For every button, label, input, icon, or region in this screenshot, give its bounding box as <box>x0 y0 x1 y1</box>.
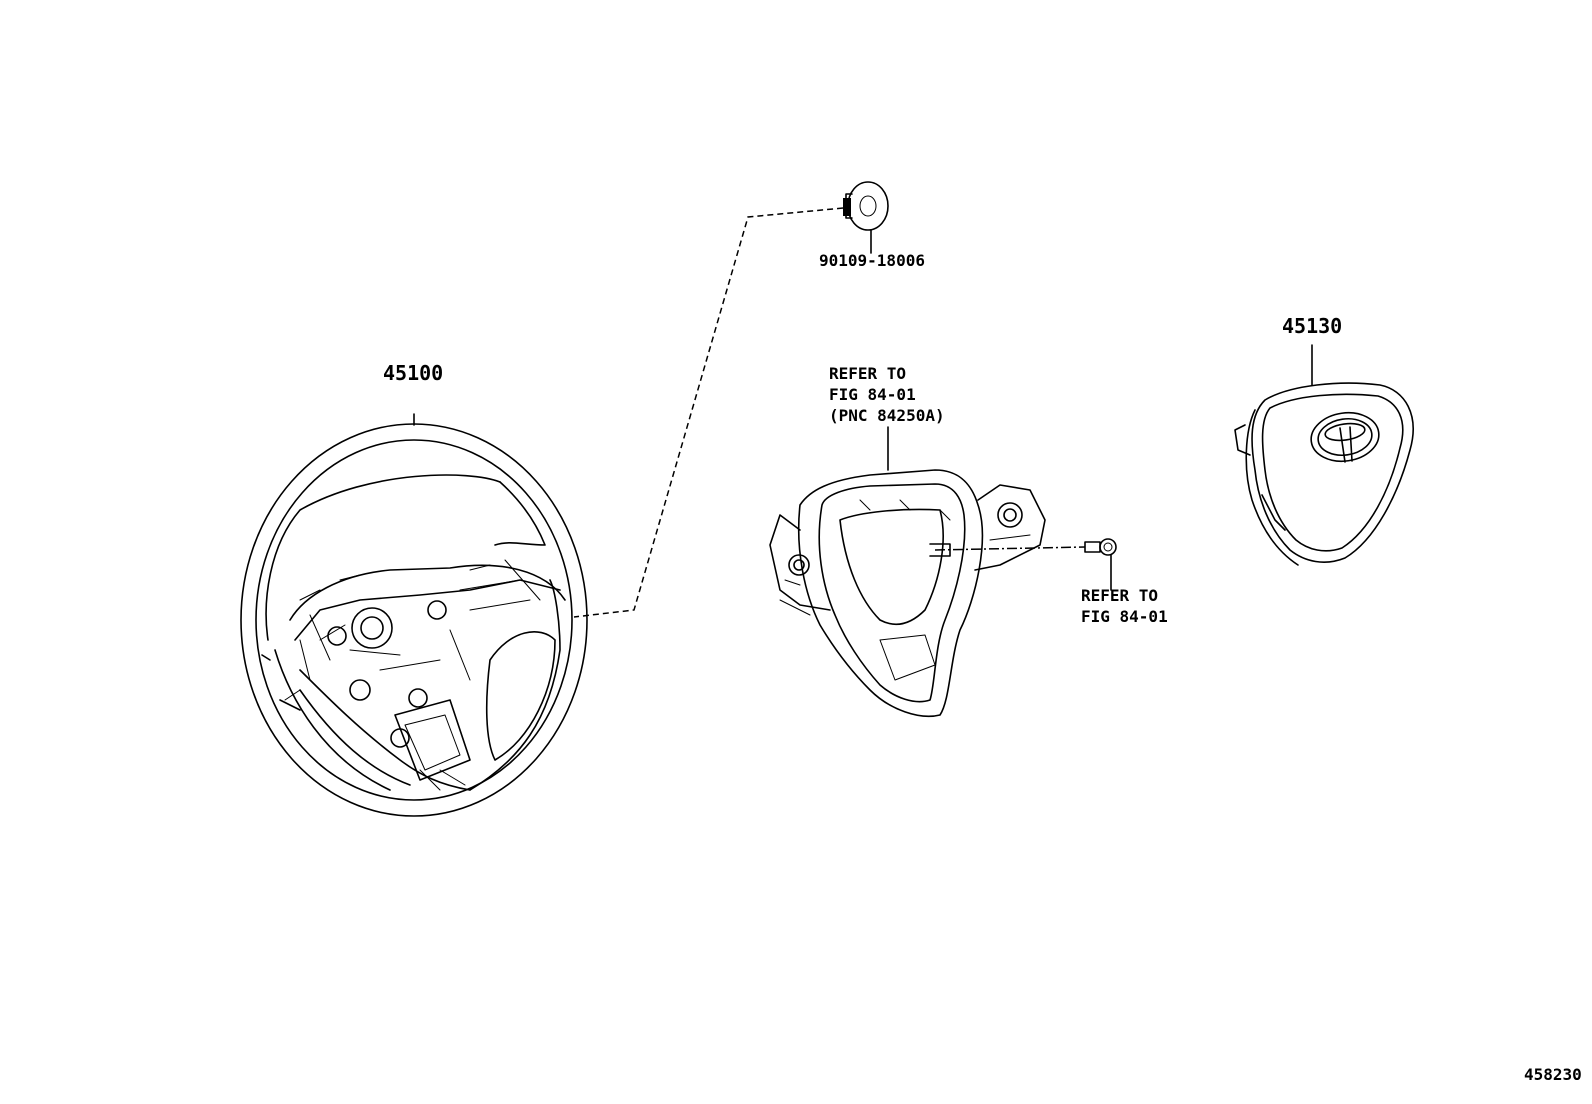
bolt-90109-18006-drawing <box>843 181 889 254</box>
screw-ref-line-2: FIG 84-01 <box>1081 607 1168 626</box>
column-cover-drawing <box>769 426 1086 717</box>
steering-wheel-45100-drawing <box>240 413 588 817</box>
cover-ref-line-1: REFER TO <box>829 364 907 383</box>
airbag-45130-drawing <box>1234 344 1414 566</box>
cover-ref-line-3: (PNC 84250A) <box>829 406 945 425</box>
bolt-part-number: 90109-18006 <box>819 251 925 270</box>
screw-axis-line <box>934 546 1086 551</box>
screw-drawing <box>1084 538 1117 591</box>
cover-ref-line-2: FIG 84-01 <box>829 385 916 404</box>
bolt-leader-dashed <box>573 207 844 618</box>
figure-number: 458230 <box>1524 1065 1582 1084</box>
wheel-part-number: 45100 <box>383 361 444 385</box>
screw-ref-line-1: REFER TO <box>1081 586 1159 605</box>
airbag-part-number: 45130 <box>1282 314 1343 338</box>
